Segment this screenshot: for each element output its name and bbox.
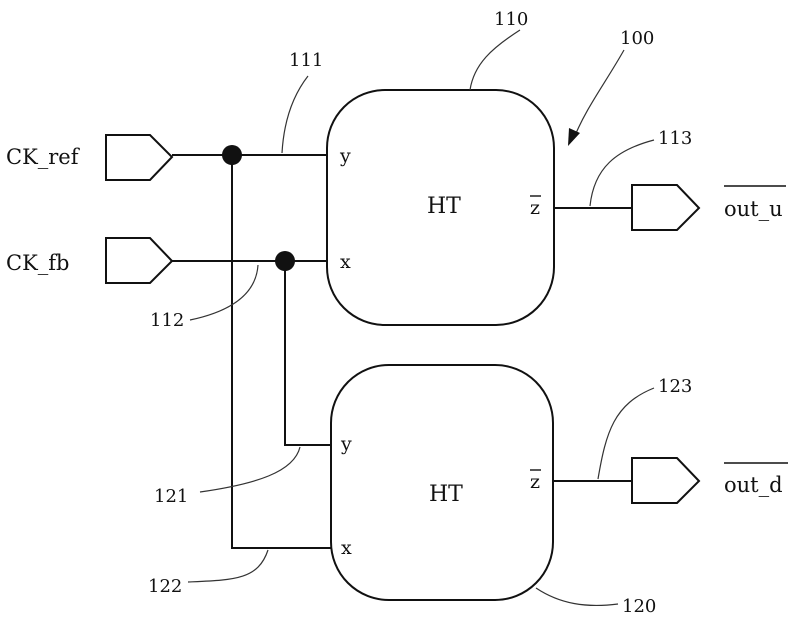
- top-pin-z: z: [530, 197, 540, 219]
- top-pin-y: y: [339, 145, 351, 167]
- ref-100: 100: [620, 28, 654, 49]
- leader-120: [535, 587, 619, 607]
- bottom-block-name: HT: [429, 482, 463, 507]
- leader-123: [597, 387, 655, 480]
- out-u-label: out_u: [724, 197, 783, 221]
- top-pin-x: x: [340, 251, 351, 273]
- ref-112: 112: [150, 310, 184, 331]
- ref-111: 111: [289, 50, 323, 71]
- leader-110: [469, 29, 521, 91]
- leader-121: [199, 446, 301, 493]
- leader-112: [189, 264, 259, 321]
- ref-122: 122: [148, 576, 182, 597]
- bottom-pin-z: z: [530, 471, 540, 493]
- ck-fb-label: CK_fb: [6, 251, 69, 275]
- top-block-name: HT: [427, 194, 461, 219]
- junction-dot-ck-ref: [222, 145, 242, 165]
- bottom-pin-y: y: [340, 433, 352, 455]
- arrowhead-100: [568, 128, 580, 146]
- ck-ref-input-terminal: [105, 134, 174, 181]
- ref-123: 123: [658, 376, 692, 397]
- ck-ref-label: CK_ref: [6, 145, 81, 169]
- ck-fb-input-terminal: [105, 237, 174, 284]
- ref-110: 110: [494, 9, 528, 30]
- out-d-output-terminal: [631, 457, 701, 504]
- leader-113: [589, 139, 655, 207]
- ref-121: 121: [154, 486, 188, 507]
- ref-120: 120: [622, 596, 656, 617]
- ht-block-bottom: [330, 364, 554, 601]
- wire-ck-ref-branch-down: [231, 155, 331, 549]
- leader-122: [187, 549, 269, 583]
- leader-111: [281, 75, 309, 154]
- junction-dot-ck-fb: [275, 251, 295, 271]
- wire-ck-fb-branch-down: [284, 261, 331, 446]
- out-d-label: out_d: [724, 473, 783, 497]
- leader-100: [573, 49, 625, 139]
- ref-113: 113: [658, 128, 692, 149]
- out-u-output-terminal: [631, 184, 701, 231]
- bottom-pin-x: x: [341, 537, 352, 559]
